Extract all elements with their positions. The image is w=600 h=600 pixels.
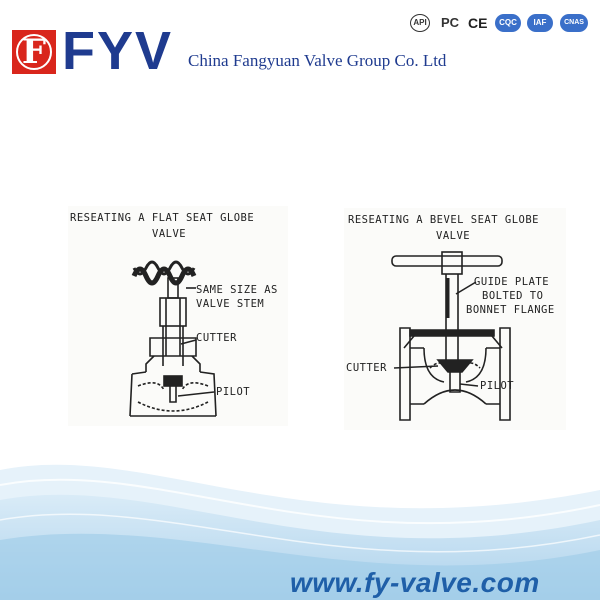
right-label-bonnet-flange: BONNET FLANGE — [466, 304, 555, 316]
bevel-seat-valve-drawing — [391, 251, 511, 421]
cnas-icon: CNAS — [560, 14, 588, 32]
right-label-cutter: CUTTER — [346, 362, 387, 374]
iaf-icon: IAF — [527, 14, 553, 32]
right-label-pilot: PILOT — [480, 380, 515, 392]
website-url[interactable]: www.fy-valve.com — [290, 567, 540, 598]
left-label-cutter: CUTTER — [196, 332, 237, 344]
decorative-wave-background — [0, 464, 600, 600]
cqc-icon: CQC — [495, 14, 521, 32]
flat-seat-diagram — [68, 206, 288, 426]
right-label-guide-plate: GUIDE PLATE — [474, 276, 550, 288]
left-diagram-title-line1: RESEATING A FLAT SEAT GLOBE — [70, 212, 255, 224]
left-label-pilot: PILOT — [216, 386, 251, 398]
company-name: China Fangyuan Valve Group Co. Ltd — [188, 51, 447, 70]
bevel-seat-diagram — [344, 208, 566, 430]
ce-icon: CE — [468, 15, 488, 31]
left-diagram-title-line2: VALVE — [152, 228, 187, 240]
left-label-same-size: SAME SIZE AS — [196, 284, 278, 296]
brand-logo-text: FYV — [62, 21, 174, 81]
flat-seat-valve-drawing — [129, 260, 217, 417]
right-diagram-title-line2: VALVE — [436, 230, 471, 242]
brand-logo-mark: F — [12, 30, 56, 74]
pc-icon: PC — [440, 15, 460, 30]
right-diagram-title-line1: RESEATING A BEVEL SEAT GLOBE — [348, 214, 540, 226]
logo-letter: F — [21, 32, 47, 72]
api-icon: API — [410, 14, 430, 32]
right-label-bolted-to: BOLTED TO — [482, 290, 544, 302]
left-label-valve-stem: VALVE STEM — [196, 298, 265, 310]
